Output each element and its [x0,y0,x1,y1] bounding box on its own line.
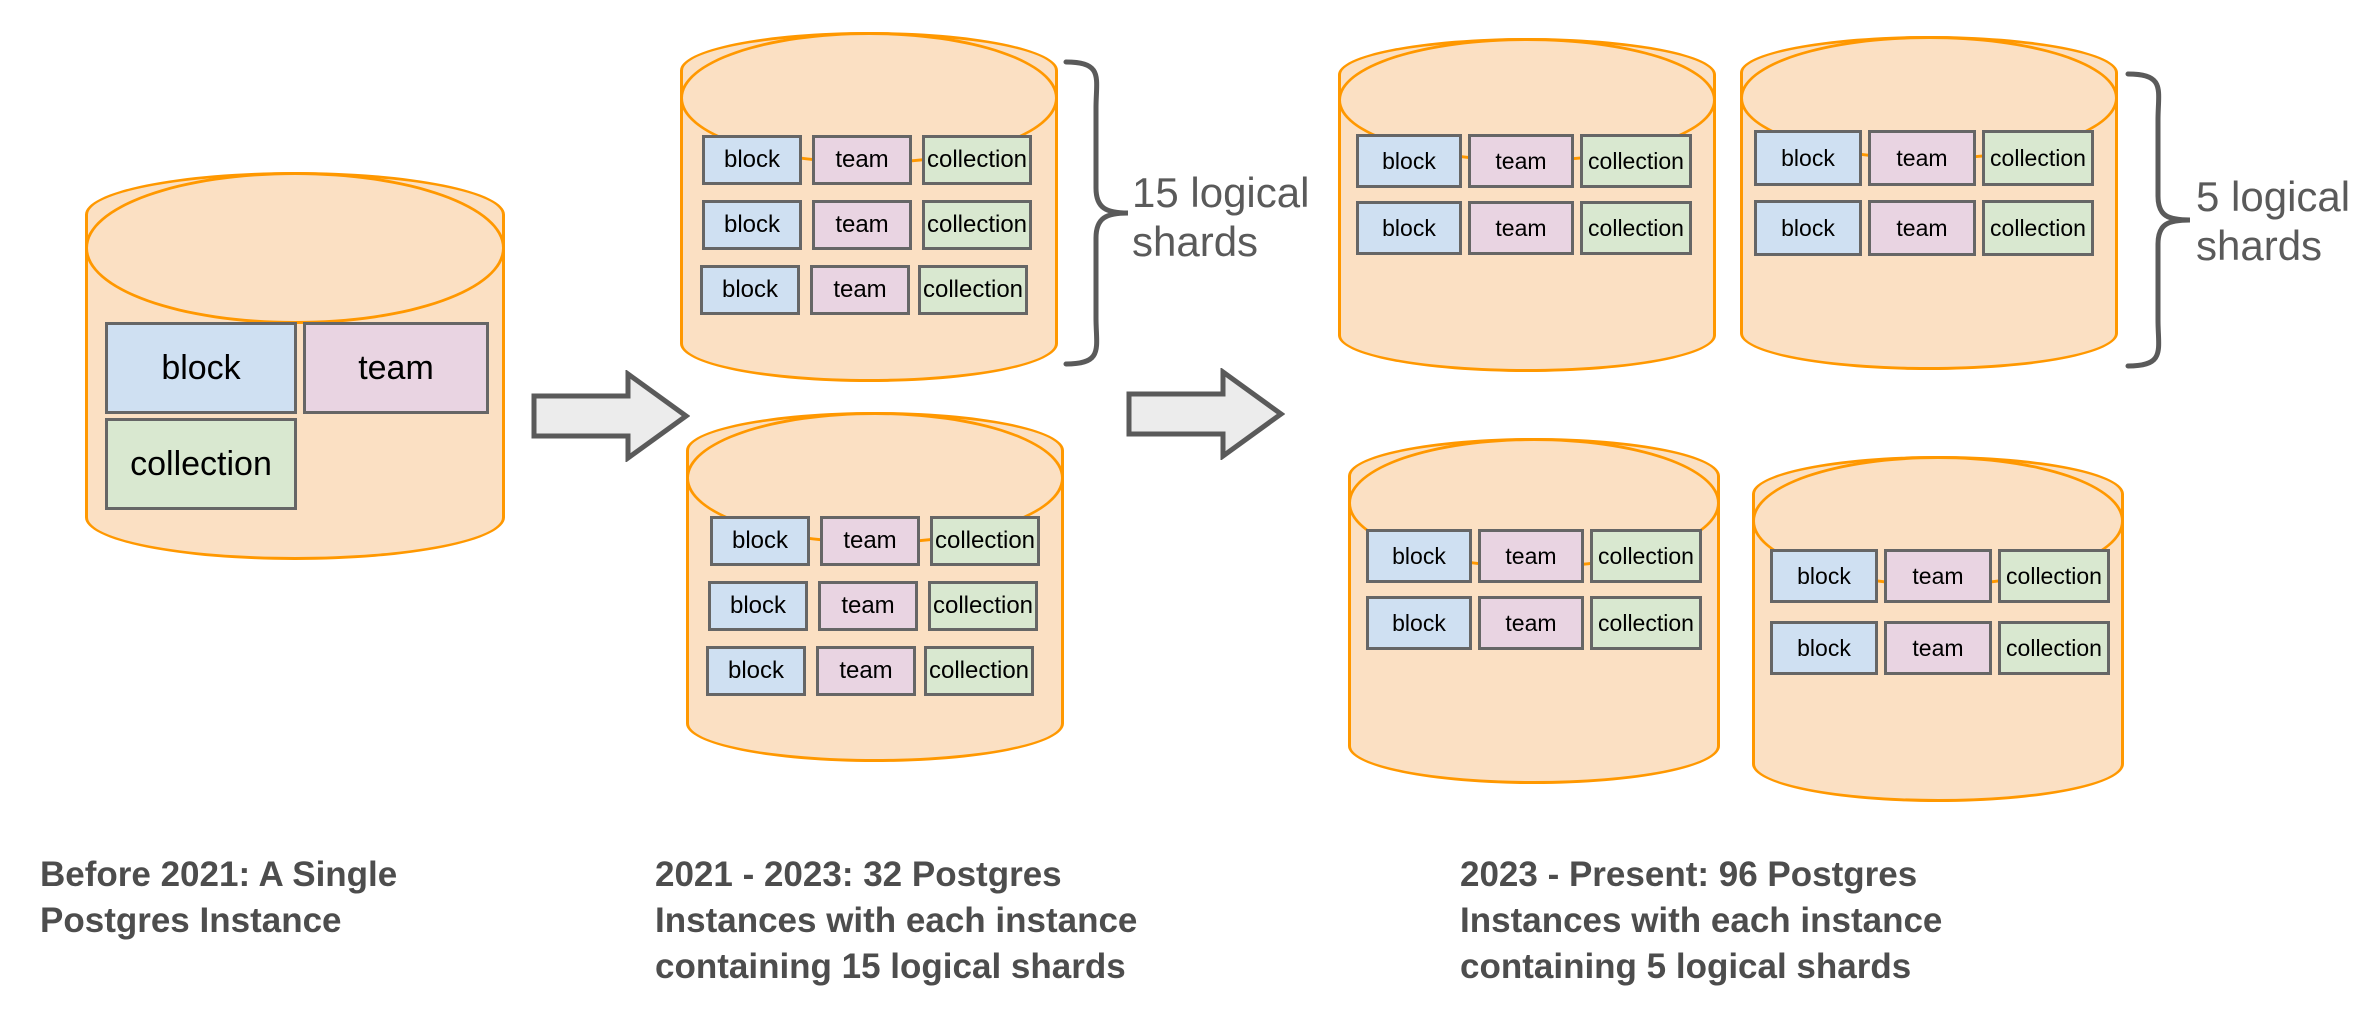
shard-table-team: team [303,322,489,414]
caption-stage3: 2023 - Present: 96 Postgres Instances wi… [1460,855,1943,987]
shard-table-block: block [700,265,800,315]
shard-table-collection: collection [1580,134,1692,188]
shard-table-block: block [1356,201,1462,255]
arrow-stage2-to-stage3 [1125,367,1286,461]
shard-table-collection: collection [930,516,1040,566]
curly-brace-icon [2125,71,2191,369]
shard-table-team: team [1884,621,1992,675]
right-arrow-icon [1126,367,1286,461]
curly-brace-icon [1063,59,1129,367]
shard-table-team: team [1468,201,1574,255]
cylinder-stage3-instance-top-left: block team collection block team collect… [1338,38,1716,372]
shard-table-team: team [1868,130,1976,186]
shard-table-block: block [702,200,802,250]
shard-table-team: team [812,135,912,185]
shard-table-team: team [810,265,910,315]
shard-table-team: team [812,200,912,250]
shard-table-team: team [818,581,918,631]
brace-label-stage2: 15 logical shards [1132,169,1310,266]
shard-table-collection: collection [922,200,1032,250]
shard-table-collection: collection [922,135,1032,185]
shard-table-collection: collection [1982,130,2094,186]
shard-table-block: block [708,581,808,631]
shard-table-block: block [1770,549,1878,603]
shard-table-team: team [1868,200,1976,256]
arrow-stage1-to-stage2 [530,369,691,463]
cylinder-top-ellipse [85,172,505,324]
shard-table-collection: collection [1580,201,1692,255]
shard-table-collection: collection [1998,549,2110,603]
cylinder-stage3-instance-top-right: block team collection block team collect… [1740,36,2118,370]
shard-table-team: team [1478,529,1584,583]
brace-stage3 [2118,70,2208,370]
shard-table-block: block [1366,596,1472,650]
brace-label-stage3: 5 logical shards [2196,173,2351,270]
shard-table-collection: collection [1590,529,1702,583]
cylinder-stage1-instance1: block team collection [85,172,505,560]
caption-stage1: Before 2021: A Single Postgres Instance [40,855,398,941]
cylinder-stage3-instance-bottom-left: block team collection block team collect… [1348,438,1720,784]
shard-table-team: team [1468,134,1574,188]
shard-table-team: team [816,646,916,696]
shard-table-collection: collection [1982,200,2094,256]
cylinder-stage3-instance-bottom-right: block team collection block team collect… [1752,456,2124,802]
brace-stage2 [1056,58,1146,368]
shard-table-collection: collection [105,418,297,510]
shard-table-block: block [105,322,297,414]
shard-table-block: block [1366,529,1472,583]
cylinder-stage2-instance-top: block team collection block team collect… [680,32,1058,382]
shard-table-block: block [702,135,802,185]
shard-table-collection: collection [924,646,1034,696]
shard-table-team: team [1884,549,1992,603]
shard-table-block: block [710,516,810,566]
shard-table-block: block [706,646,806,696]
caption-stage2: 2021 - 2023: 32 Postgres Instances with … [655,855,1138,987]
shard-table-collection: collection [918,265,1028,315]
shard-table-team: team [1478,596,1584,650]
shard-table-collection: collection [1590,596,1702,650]
shard-table-block: block [1770,621,1878,675]
shard-table-collection: collection [1998,621,2110,675]
shard-table-block: block [1754,130,1862,186]
shard-table-team: team [820,516,920,566]
shard-table-collection: collection [928,581,1038,631]
shard-table-block: block [1356,134,1462,188]
cylinder-stage2-instance-bottom: block team collection block team collect… [686,412,1064,762]
shard-table-block: block [1754,200,1862,256]
right-arrow-icon [531,369,691,463]
